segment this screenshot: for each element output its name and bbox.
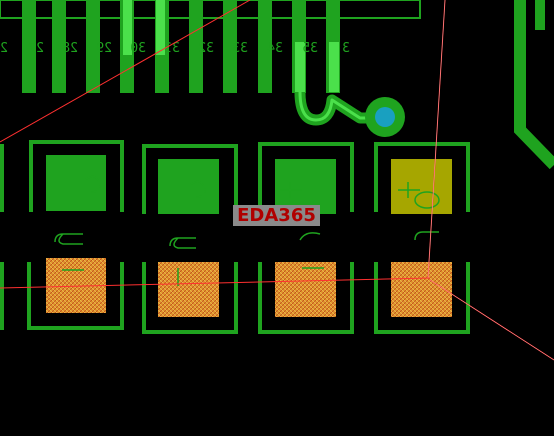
- pin-labels: 2 27 28 29 30 31 32 33 34 35 3: [0, 41, 350, 56]
- pin-pad: [22, 0, 36, 93]
- footprint-outlines: [0, 140, 470, 334]
- silk-markers: [54, 175, 440, 286]
- eda365-watermark: EDA365: [233, 205, 320, 226]
- pin-pad: [223, 0, 237, 93]
- pin-number: 29: [96, 41, 112, 56]
- paste-pad[interactable]: [158, 262, 219, 317]
- selected-pad[interactable]: [391, 159, 452, 214]
- pin-number: 33: [232, 41, 248, 56]
- connector-pins[interactable]: [22, 0, 340, 93]
- smd-pad[interactable]: [158, 159, 219, 214]
- pin-number: 32: [198, 41, 214, 56]
- pin-number: 3: [342, 41, 350, 56]
- pin-number: 34: [267, 41, 283, 56]
- pin-pad: [189, 0, 203, 93]
- copper-trace-right: [514, 0, 554, 170]
- pin-number: 2: [0, 41, 8, 56]
- pin-pad: [258, 0, 272, 93]
- smd-pad[interactable]: [46, 155, 106, 211]
- pin-number: 28: [62, 41, 78, 56]
- smd-pad[interactable]: [275, 159, 336, 214]
- pin-number: 31: [164, 41, 180, 56]
- connector-outline: [0, 0, 421, 19]
- pin-number: 35: [302, 41, 318, 56]
- pin-pad: [86, 0, 100, 93]
- paste-pad[interactable]: [391, 262, 452, 317]
- pin-pad: [52, 0, 66, 93]
- pin-number: 27: [28, 41, 44, 56]
- paste-pad[interactable]: [275, 262, 336, 317]
- pin-number: 30: [130, 41, 146, 56]
